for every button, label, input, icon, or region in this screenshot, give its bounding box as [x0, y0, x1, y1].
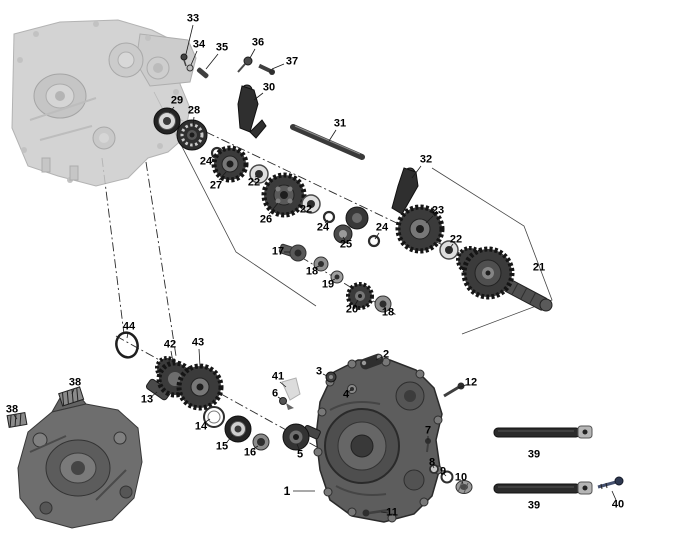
small-parts-illustration	[325, 353, 473, 517]
lower-housing-illustration	[17, 393, 143, 529]
shim-plate-illustration	[6, 386, 85, 429]
gear-train-illustration	[153, 84, 553, 312]
cover-housing-illustration	[313, 357, 443, 523]
upper-housing-illustration	[11, 19, 197, 187]
secondary-gear-series-illustration	[278, 243, 392, 313]
leader-lines-layer	[13, 24, 617, 514]
top-fasteners-illustration	[180, 53, 275, 79]
lower-gear-cluster-illustration	[115, 331, 321, 451]
tool-rods-illustration	[493, 425, 624, 495]
